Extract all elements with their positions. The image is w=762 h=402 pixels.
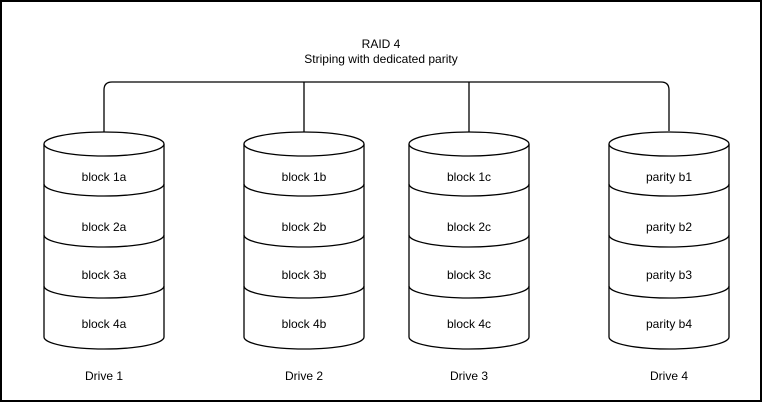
drive-2-block-4-label: block 4b [281,317,327,331]
cylinder-divider [408,285,530,299]
drive-4-block-1-label: parity b1 [645,170,693,184]
cylinder-divider [408,183,530,197]
cylinder-top-ellipse [43,131,165,157]
cylinder-divider [43,285,165,299]
drive-1-block-1-label: block 1a [81,170,127,184]
drive-4-block-4-label: parity b4 [645,317,693,331]
drive-1-block-3-label: block 3a [81,268,127,282]
drive-2-block-1-label: block 1b [281,170,327,184]
drive-3-name-label: Drive 3 [449,369,488,383]
drive-4-block-3-label: parity b3 [645,268,693,282]
cylinder-divider [243,234,365,248]
cylinder-top-ellipse [243,131,365,157]
drive-1-block-4-label: block 4a [81,317,127,331]
drive-1-block-2-label: block 2a [81,220,127,234]
cylinder-divider [243,285,365,299]
title-block: RAID 4 Striping with dedicated parity [2,37,760,67]
diagram-title: RAID 4 [361,37,401,51]
cylinder-top-ellipse [408,131,530,157]
cylinder-divider [43,183,165,197]
drive-3-block-3-label: block 3c [446,268,492,282]
diagram-subtitle: Striping with dedicated parity [304,52,458,66]
drive-3-cylinder [408,131,530,350]
cylinder-divider [608,183,730,197]
bus-connector-line [103,81,670,133]
drive-4-name-label: Drive 4 [649,369,688,383]
drive-2-cylinder [243,131,365,350]
drive-2-block-3-label: block 3b [281,268,327,282]
drive-4-cylinder [608,131,730,350]
drive-2-name-label: Drive 2 [284,369,323,383]
cylinder-divider [608,285,730,299]
drive-2-block-2-label: block 2b [281,220,327,234]
cylinder-top-ellipse [608,131,730,157]
drive-1-name-label: Drive 1 [84,369,123,383]
drive-1-cylinder [43,131,165,350]
drive-4-block-2-label: parity b2 [645,220,693,234]
cylinder-divider [43,234,165,248]
drive-3-block-1-label: block 1c [446,170,492,184]
cylinder-divider [243,183,365,197]
drive-3-block-4-label: block 4c [446,317,492,331]
cylinder-divider [608,234,730,248]
cylinder-divider [408,234,530,248]
drive-3-block-2-label: block 2c [446,220,492,234]
